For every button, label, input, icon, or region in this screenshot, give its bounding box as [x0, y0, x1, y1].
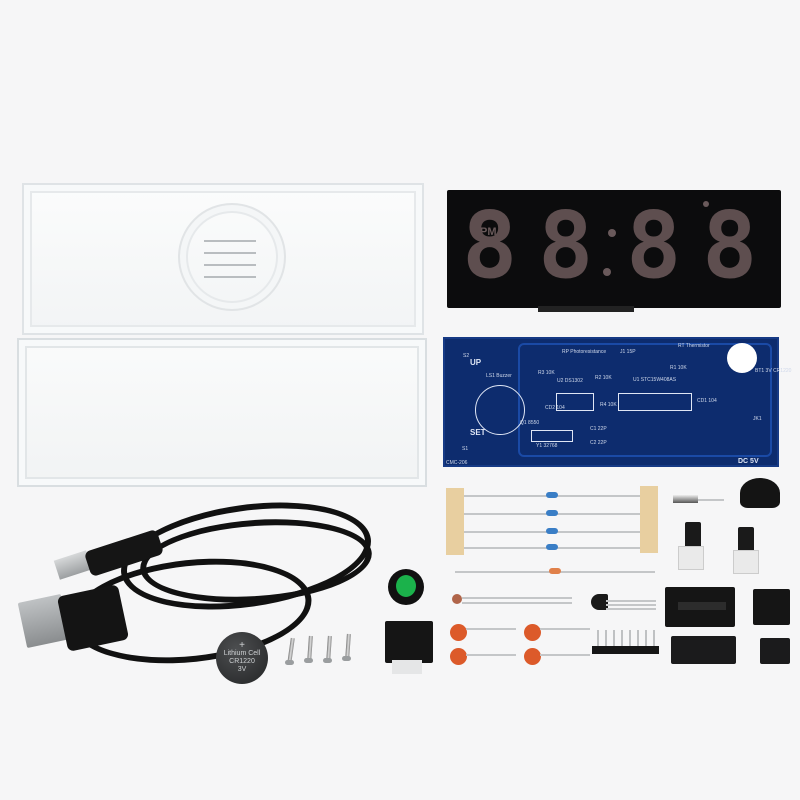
- pin-header: [592, 646, 659, 654]
- led-display: [447, 190, 781, 308]
- grille-slot: [204, 252, 256, 254]
- transistor-lead: [606, 608, 656, 610]
- buzzer-footprint: [475, 385, 525, 435]
- colon-dot-bottom: [603, 268, 611, 276]
- dp-dot: [703, 201, 709, 207]
- label-r1: R1 10K: [670, 365, 687, 371]
- grille-slot: [204, 240, 256, 242]
- header-pin: [621, 630, 623, 652]
- label-model: CMC-206: [446, 460, 468, 466]
- label-cd1: CD1 104: [697, 398, 717, 404]
- battery-footprint: [727, 343, 757, 373]
- label-r4: R4 10K: [600, 402, 617, 408]
- header-pin: [629, 630, 631, 652]
- label-set: SET: [470, 428, 486, 437]
- label-u2: U2 DS1302: [557, 378, 583, 384]
- ldr-lead: [462, 602, 572, 604]
- label-u1: U1 STC15W408AS: [633, 377, 677, 383]
- header-pin: [605, 630, 607, 652]
- cap-lead: [540, 628, 590, 630]
- cap-lead: [466, 628, 516, 630]
- dc-jack: [385, 621, 433, 663]
- ic-8pin: [760, 638, 790, 664]
- ic-16pin: [671, 636, 736, 664]
- resistor: [546, 510, 558, 516]
- header-pin: [645, 630, 647, 652]
- u1-footprint: [618, 393, 692, 411]
- socket-slot: [678, 602, 726, 610]
- resistor: [546, 528, 558, 534]
- label-cd2: CD2 104: [545, 405, 565, 411]
- thermistor: [549, 568, 561, 574]
- label-jk1: JK1: [753, 416, 762, 422]
- label-c2: C2 22P: [590, 440, 607, 446]
- buzzer-pcb: [396, 575, 416, 597]
- resistor-tape-right: [640, 486, 658, 553]
- crystal-lead: [698, 499, 724, 501]
- label-photoresistor: RP Photoresistance: [562, 349, 607, 355]
- dc-jack-pins: [392, 660, 422, 674]
- ic-socket-8pin: [753, 589, 790, 625]
- ceramic-capacitor: [450, 624, 467, 641]
- label-r2: R2 10K: [595, 375, 612, 381]
- ceramic-capacitor: [450, 648, 467, 665]
- ceramic-capacitor: [524, 624, 541, 641]
- digit-4: 8: [702, 192, 760, 299]
- cap-lead: [540, 654, 590, 656]
- battery-line3: 3V: [237, 666, 247, 673]
- header-pin: [613, 630, 615, 652]
- label-up: UP: [470, 358, 482, 367]
- colon-dot-top: [608, 229, 616, 237]
- label-buzzer: LS1 Buzzer: [486, 373, 512, 379]
- label-s2: S2: [463, 353, 470, 359]
- screw-head: [304, 658, 313, 663]
- header-pin: [597, 630, 599, 652]
- u2-footprint: [556, 393, 594, 411]
- label-dc5v: DC 5V: [738, 458, 759, 465]
- cap-lead: [466, 654, 516, 656]
- header-pin: [637, 630, 639, 652]
- screw-head: [285, 660, 294, 665]
- battery-line2: CR1220: [229, 658, 255, 665]
- transistor-lead: [606, 604, 656, 606]
- screw-head: [323, 658, 332, 663]
- pm-indicator: PM: [480, 226, 497, 238]
- buzzer-grille: [178, 203, 286, 311]
- battery-line1: Lithium Cell: [223, 650, 261, 657]
- screw-head: [342, 656, 351, 661]
- transistor-lead: [606, 600, 656, 602]
- label-bt1: BT1 3V CR1220: [755, 368, 792, 374]
- resistor: [546, 492, 558, 498]
- pcb-board: [443, 337, 779, 467]
- crystal-footprint: [531, 430, 573, 442]
- grille-slot: [204, 264, 256, 266]
- digit-1: 8: [462, 192, 520, 299]
- digit-3: 8: [626, 192, 684, 299]
- label-r3: R3 10K: [538, 370, 555, 376]
- switch-base: [678, 546, 704, 570]
- photoresistor: [452, 594, 462, 604]
- label-j1: J1 15P: [620, 349, 636, 355]
- battery-holder: [740, 478, 780, 508]
- digit-2: 8: [538, 192, 596, 299]
- label-y1: Y1 32768: [536, 443, 558, 449]
- grille-slot: [204, 276, 256, 278]
- ceramic-capacitor: [524, 648, 541, 665]
- resistor: [546, 544, 558, 550]
- cr1220-battery: + Lithium Cell CR1220 3V: [216, 632, 268, 684]
- label-c1: C1 22P: [590, 426, 607, 432]
- label-q1: Q1 8550: [520, 420, 540, 426]
- header-pin: [653, 630, 655, 652]
- label-thermistor: RT Thermistor: [678, 343, 710, 349]
- acrylic-case-bottom: [17, 338, 427, 487]
- resistor-tape-left: [446, 488, 464, 555]
- crystal-oscillator: [673, 495, 698, 503]
- display-pins: [538, 306, 634, 312]
- switch-base: [733, 550, 759, 574]
- label-s1: S1: [462, 446, 469, 452]
- transistor: [591, 594, 608, 610]
- ldr-lead: [462, 597, 572, 599]
- battery-plus: +: [239, 640, 245, 651]
